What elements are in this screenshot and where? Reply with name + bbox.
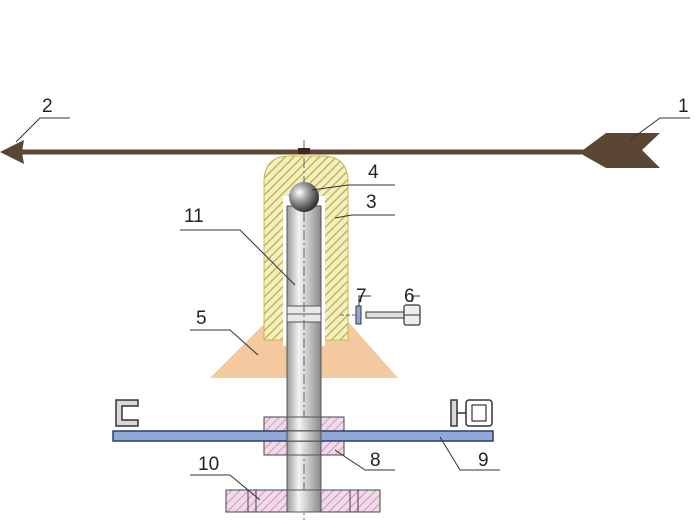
arrow-tail (583, 133, 660, 168)
callout-6: 6 (404, 286, 415, 307)
arrow-head (0, 140, 24, 164)
washer (355, 305, 362, 325)
callout-8: 8 (370, 450, 381, 471)
callout-3: 3 (366, 192, 377, 213)
c-clip (115, 399, 139, 427)
h-clip (450, 399, 493, 427)
callout-2: 2 (42, 96, 53, 117)
callout-4: 4 (368, 162, 379, 183)
callout-10: 10 (198, 454, 219, 475)
ball-bearing (289, 182, 319, 212)
callout-1: 1 (678, 96, 689, 117)
callout-9: 9 (478, 450, 489, 471)
screw-shank (365, 311, 405, 319)
leader-lines (15, 117, 690, 501)
callout-11: 11 (184, 206, 204, 227)
callout-5: 5 (196, 308, 207, 329)
callout-7: 7 (356, 286, 367, 307)
